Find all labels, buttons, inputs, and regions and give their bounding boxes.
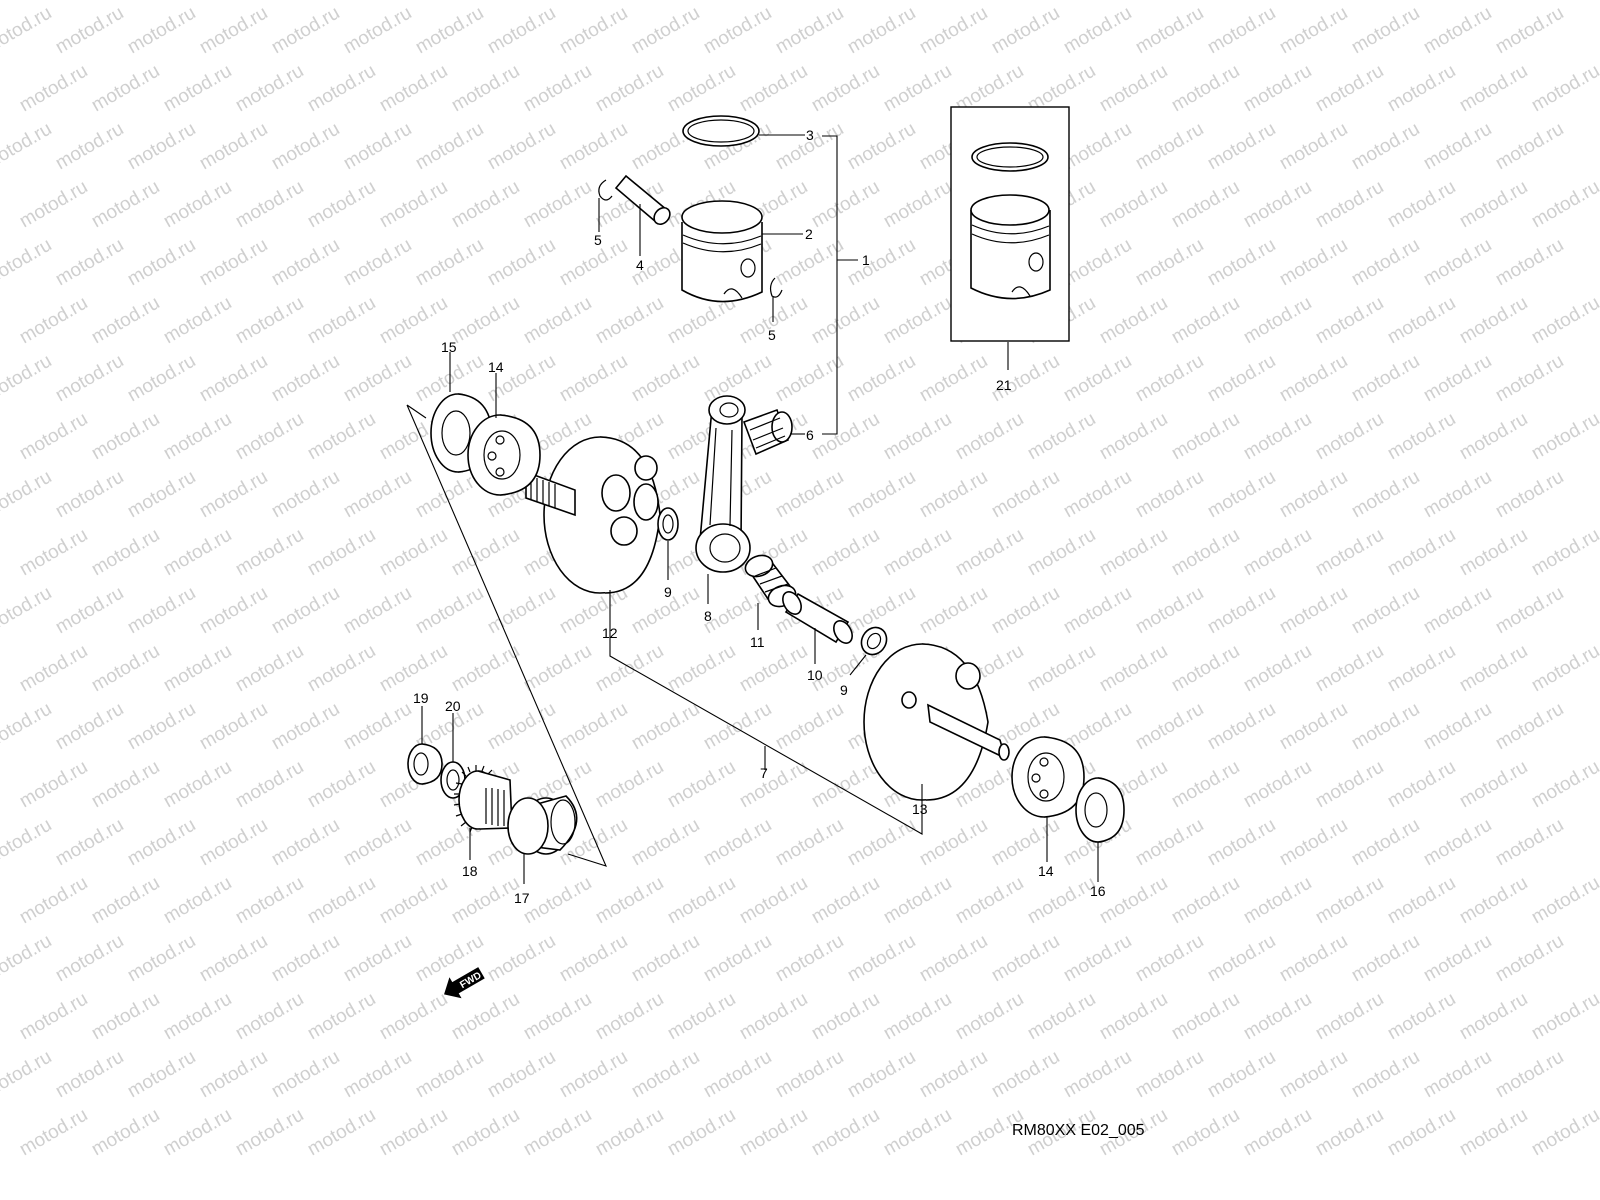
callout-19: 19 [413, 690, 429, 706]
callout-3: 3 [806, 127, 814, 143]
primary-drive-gear[interactable] [453, 765, 513, 833]
callout-8: 8 [704, 608, 712, 624]
small-end-bearing[interactable] [742, 408, 793, 456]
crank-pin[interactable] [779, 589, 856, 647]
callout-1: 1 [862, 252, 870, 268]
forward-arrow-icon: FWD [444, 967, 485, 999]
callout-17: 17 [514, 890, 530, 906]
callout-20: 20 [445, 698, 461, 714]
piston-pin-circlip[interactable] [598, 179, 783, 298]
diagram-code: RM80XX E02_005 [1012, 1122, 1145, 1139]
callout-10: 10 [807, 667, 823, 683]
piston[interactable] [681, 200, 763, 303]
crank-assembly-bracket [609, 624, 923, 835]
callout-13: 13 [912, 801, 928, 817]
thrust-washer-right[interactable] [857, 623, 892, 659]
thrust-washer-left[interactable] [657, 507, 679, 541]
callout-2: 2 [805, 226, 813, 242]
callout-16: 16 [1090, 883, 1106, 899]
piston-ring[interactable] [682, 115, 760, 147]
callout-14b: 14 [1038, 863, 1054, 879]
primary-gear-sleeve[interactable] [507, 795, 578, 855]
callout-9a: 9 [664, 584, 672, 600]
washer2-leader [849, 654, 867, 676]
callout-15: 15 [441, 339, 457, 355]
oil-seal-right[interactable] [1075, 777, 1125, 843]
callout-6: 6 [806, 427, 814, 443]
crank-bearing-left[interactable] [467, 414, 541, 496]
callout-18: 18 [462, 863, 478, 879]
piston-pin[interactable] [614, 174, 673, 227]
callout-4: 4 [636, 257, 644, 273]
crankshaft-right-half[interactable] [863, 643, 1010, 801]
forward-label: FWD [458, 970, 483, 991]
callout-9b: 9 [840, 682, 848, 698]
callout-5b: 5 [768, 327, 776, 343]
callout-21: 21 [996, 377, 1012, 393]
callout-7: 7 [760, 765, 768, 781]
assembly-guide-lines [406, 404, 607, 867]
spacer-19[interactable] [407, 743, 443, 785]
piston-kit-box[interactable] [950, 106, 1070, 342]
callout-12: 12 [602, 625, 618, 641]
piston-group-leaders [598, 134, 858, 435]
callout-14a: 14 [488, 359, 504, 375]
crank-bearing-right[interactable] [1011, 736, 1085, 818]
connecting-rod[interactable] [695, 395, 751, 573]
callout-5a: 5 [594, 232, 602, 248]
crankshaft-left-half[interactable] [525, 436, 661, 594]
callout-11: 11 [750, 634, 765, 650]
